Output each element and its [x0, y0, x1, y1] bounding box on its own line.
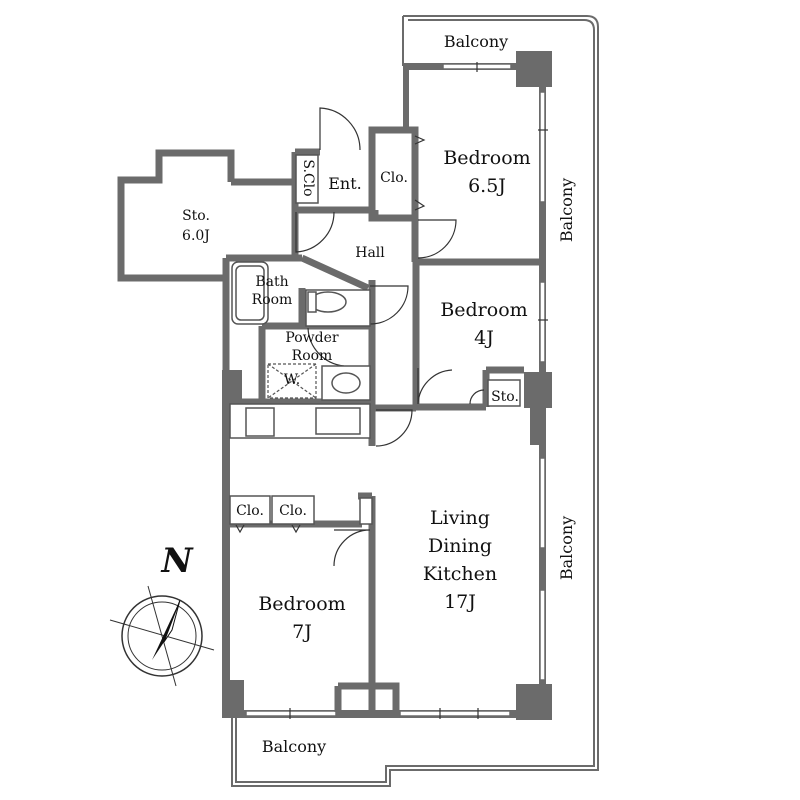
closet-b — [271, 495, 315, 525]
storage-size: 6.0J — [182, 228, 210, 244]
powder-label-line1: Powder — [285, 330, 339, 346]
ldk-size: 17J — [444, 591, 476, 613]
windows — [245, 62, 548, 719]
closet-entry-label: Clo. — [380, 170, 408, 186]
door-swings — [295, 107, 485, 567]
bath-label-line1: Bath — [255, 274, 288, 290]
balcony-bottom-label: Balcony — [262, 737, 326, 756]
compass-needle-icon — [152, 600, 180, 660]
balcony-right-bottom-label: Balcony — [557, 516, 576, 580]
bedroom-2-size: 4J — [474, 327, 494, 349]
storage-room-walls — [117, 149, 295, 282]
shoe-closet — [295, 154, 319, 204]
closet-b-label: Clo. — [279, 503, 307, 519]
small-storage — [487, 379, 521, 407]
bedroom-2-label: Bedroom — [440, 299, 527, 321]
bedroom-3-size: 7J — [292, 621, 312, 643]
washer-label: W. — [284, 372, 300, 388]
entrance-label: Ent. — [328, 174, 362, 193]
bedroom-3-label: Bedroom — [258, 593, 345, 615]
interior-walls — [222, 126, 542, 712]
ldk-label-line1: Living — [430, 507, 490, 529]
washer-space — [267, 363, 317, 399]
compass: N — [109, 541, 215, 687]
ldk-label-line3: Kitchen — [423, 563, 497, 585]
closet-a — [229, 495, 271, 525]
column — [359, 497, 373, 525]
powder-label-line2: Room — [292, 348, 333, 364]
hall-label: Hall — [355, 245, 385, 261]
shoe-closet-label: S.Clo — [300, 159, 316, 196]
balcony-right-top-label: Balcony — [557, 178, 576, 242]
bath-label-line2: Room — [252, 292, 293, 308]
closet-a-label: Clo. — [236, 503, 264, 519]
balcony-outlines — [231, 15, 599, 787]
ldk-label-line2: Dining — [428, 535, 492, 557]
bedroom-1-label: Bedroom — [443, 147, 530, 169]
storage-label: Sto. — [182, 208, 210, 224]
bedroom-1-size: 6.5J — [468, 175, 506, 197]
fixtures — [229, 154, 521, 534]
kitchen-sink — [315, 407, 361, 435]
small-storage-label: Sto. — [491, 389, 519, 405]
room-labels: Balcony Bedroom 6.5J Balcony Balcony Bal… — [182, 32, 576, 756]
balcony-top-label: Balcony — [444, 32, 508, 51]
north-label: N — [160, 541, 194, 581]
